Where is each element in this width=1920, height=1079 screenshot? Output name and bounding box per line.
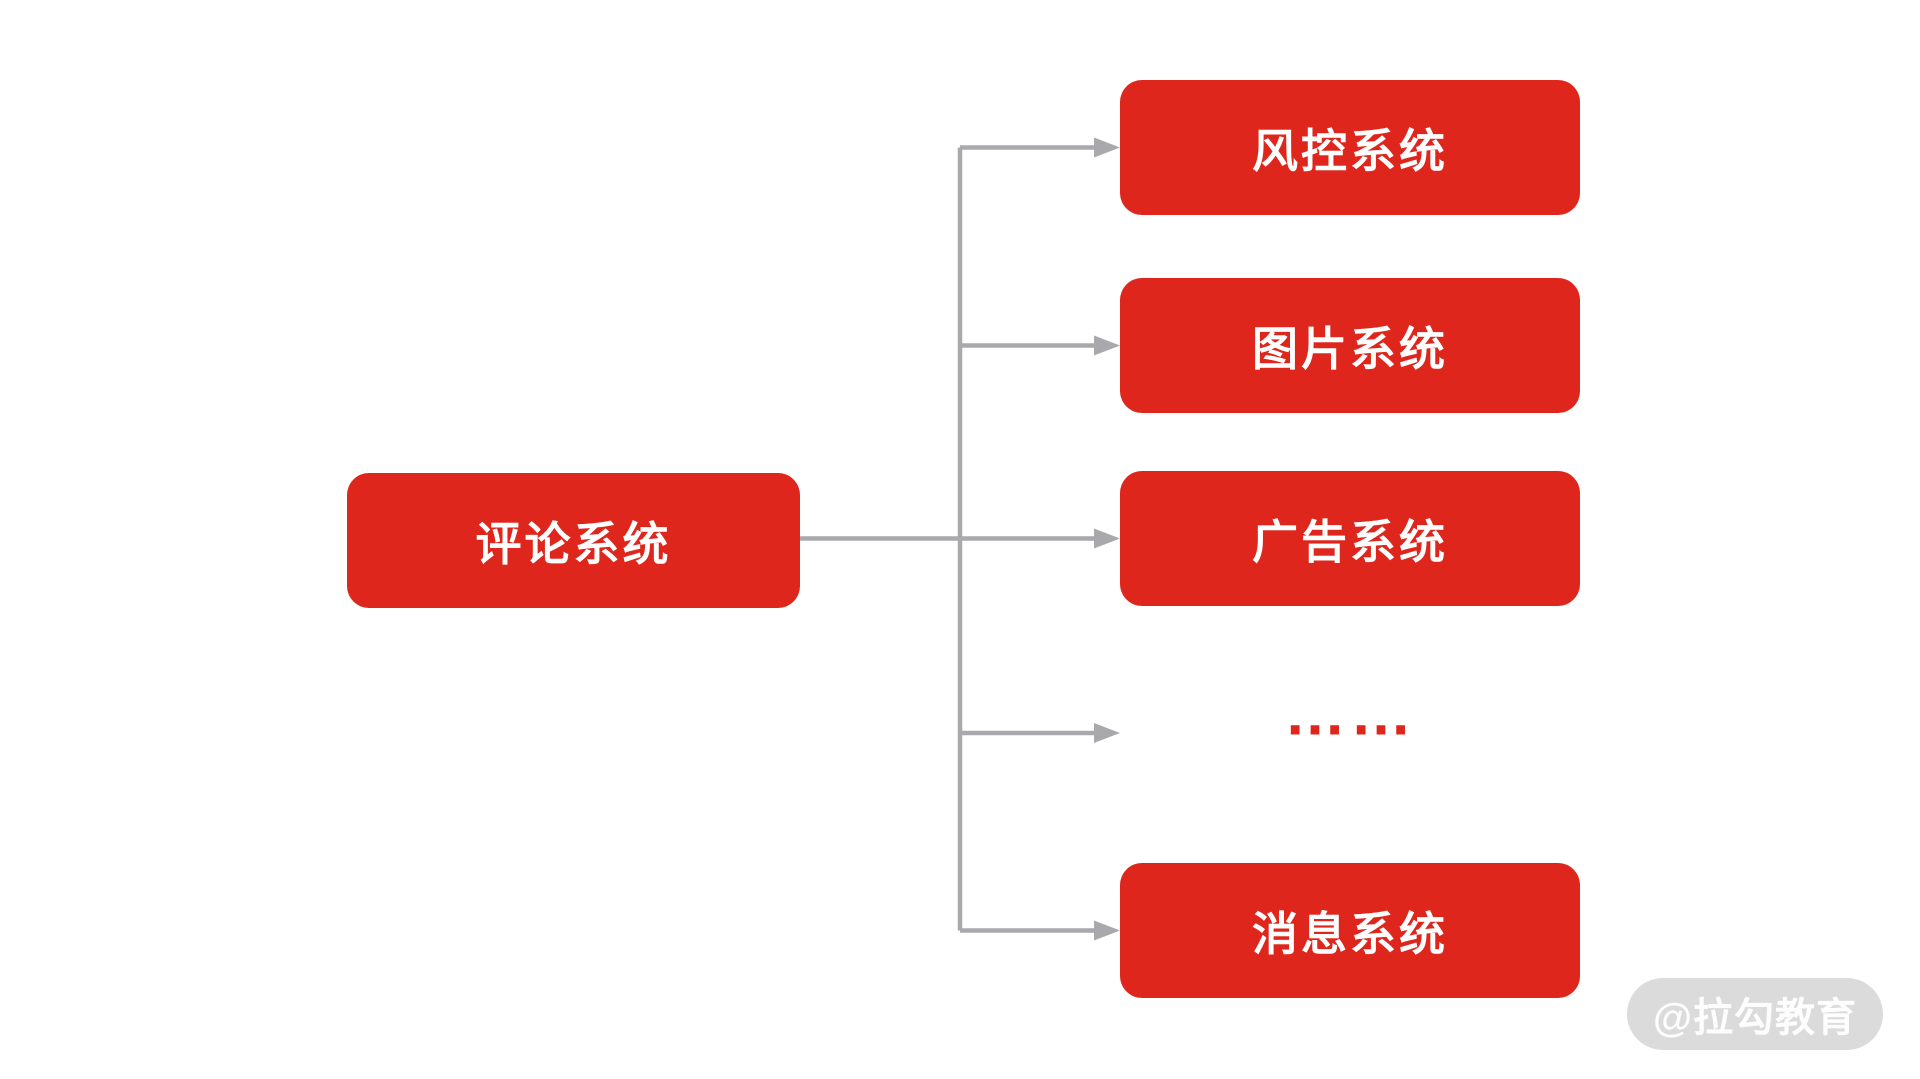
- node-message-system: 消息系统: [1120, 863, 1580, 998]
- ellipsis-dots: ……: [1284, 679, 1416, 749]
- node-label: 消息系统: [1252, 907, 1448, 960]
- node-risk-control-system: 风控系统: [1120, 80, 1580, 215]
- node-label: 图片系统: [1252, 322, 1448, 375]
- node-ad-system: 广告系统: [1120, 471, 1580, 606]
- arrowheads-group: [1094, 137, 1120, 941]
- watermark-label: @拉勾教育: [1652, 996, 1857, 1040]
- node-image-system: 图片系统: [1120, 278, 1580, 413]
- connector-group: [800, 145, 1097, 933]
- arrowhead-icon: [1094, 723, 1120, 743]
- node-label: 评论系统: [475, 517, 672, 570]
- arrowhead-icon: [1094, 137, 1120, 158]
- arrowhead-icon: [1094, 335, 1120, 356]
- node-label: 风控系统: [1252, 124, 1448, 177]
- node-label: 广告系统: [1252, 515, 1448, 568]
- node-comment-system: 评论系统: [347, 473, 800, 608]
- arrowhead-icon: [1094, 920, 1120, 941]
- arrowhead-icon: [1094, 528, 1120, 549]
- node-ellipsis: ……: [1120, 665, 1580, 800]
- watermark-badge: @拉勾教育: [1627, 978, 1883, 1050]
